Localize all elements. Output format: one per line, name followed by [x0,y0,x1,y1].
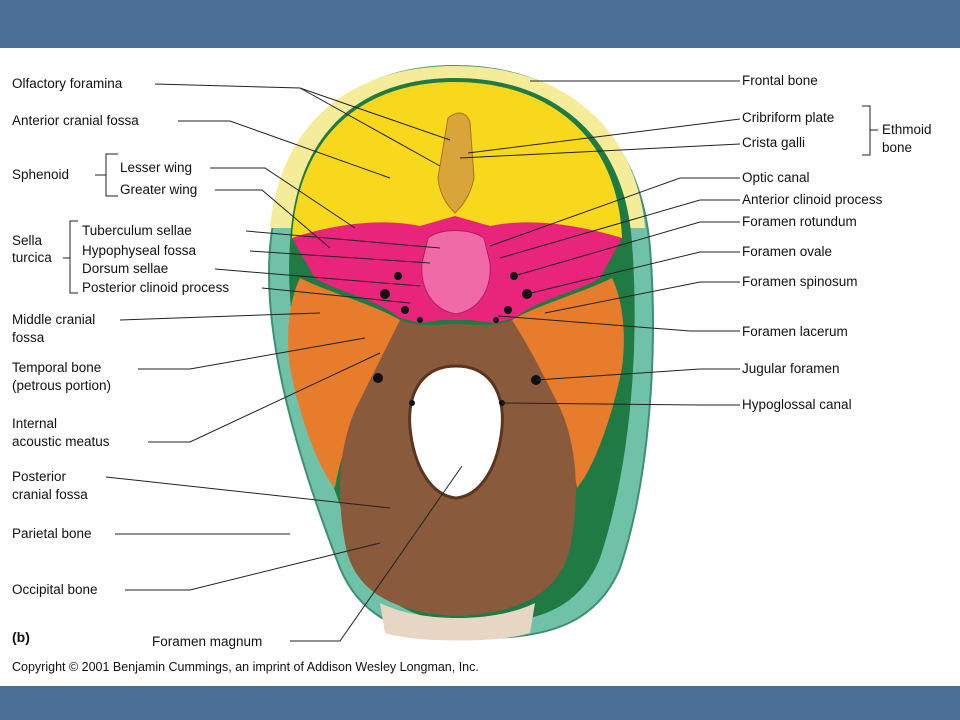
label-tuberculum-sellae: Tuberculum sellae [82,223,192,238]
leader-lines-left [105,83,463,642]
label-crista-galli: Crista galli [742,135,806,150]
bottom-band [0,686,960,720]
label-anterior-clinoid-process: Anterior clinoid process [742,192,883,207]
label-posterior-cranial-fossa-1: Posterior [12,469,67,484]
label-anterior-cranial-fossa: Anterior cranial fossa [12,113,139,128]
cribriform-plate-shape [437,112,475,214]
leader-lines-right [459,80,741,406]
skull-illustration [63,64,878,642]
label-ethmoid-2: bone [882,140,913,155]
label-posterior-cranial-fossa-2: cranial fossa [12,487,88,502]
label-foramen-magnum: Foramen magnum [152,634,263,649]
label-foramen-ovale: Foramen ovale [742,244,833,259]
label-sella-turcica-1: Sella [12,233,43,248]
skull-base-diagram: Olfactory foramina Anterior cranial foss… [0,48,960,686]
label-jugular-foramen: Jugular foramen [742,361,840,376]
label-internal-acoustic-2: acoustic meatus [12,434,110,449]
label-sphenoid: Sphenoid [12,167,70,182]
panel-label: (b) [12,629,30,645]
occipital-bone-band [380,603,535,641]
middle-cranial-fossa-left [288,278,400,488]
label-hypophyseal-fossa: Hypophyseal fossa [82,243,197,258]
sella-turcica-shape [421,230,491,315]
label-temporal-bone-1: Temporal bone [12,360,102,375]
label-ethmoid-1: Ethmoid [882,122,932,137]
label-optic-canal: Optic canal [742,170,810,185]
top-band [0,0,960,48]
label-frontal-bone: Frontal bone [742,73,818,88]
copyright-notice: Copyright © 2001 Benjamin Cummings, an i… [12,660,479,674]
label-internal-acoustic-1: Internal [12,416,58,431]
label-hypoglossal-canal: Hypoglossal canal [742,397,852,412]
label-olfactory-foramina: Olfactory foramina [12,76,123,91]
label-occipital-bone: Occipital bone [12,582,98,597]
label-cribriform-plate: Cribriform plate [742,110,835,125]
label-temporal-bone-2: (petrous portion) [12,378,112,393]
label-middle-cranial-fossa-2: fossa [12,330,45,345]
label-dorsum-sellae: Dorsum sellae [82,261,169,276]
label-sella-turcica-2: turcica [12,250,52,265]
label-middle-cranial-fossa-1: Middle cranial [12,312,96,327]
label-foramen-rotundum: Foramen rotundum [742,214,857,229]
label-lesser-wing: Lesser wing [120,160,193,175]
label-foramen-lacerum: Foramen lacerum [742,324,848,339]
label-greater-wing: Greater wing [120,182,198,197]
brackets [63,105,878,294]
foramen-magnum-shape [408,364,504,500]
label-parietal-bone: Parietal bone [12,526,92,541]
middle-cranial-fossa-right [512,278,624,488]
label-posterior-clinoid-process: Posterior clinoid process [82,280,230,295]
label-foramen-spinosum: Foramen spinosum [742,274,858,289]
